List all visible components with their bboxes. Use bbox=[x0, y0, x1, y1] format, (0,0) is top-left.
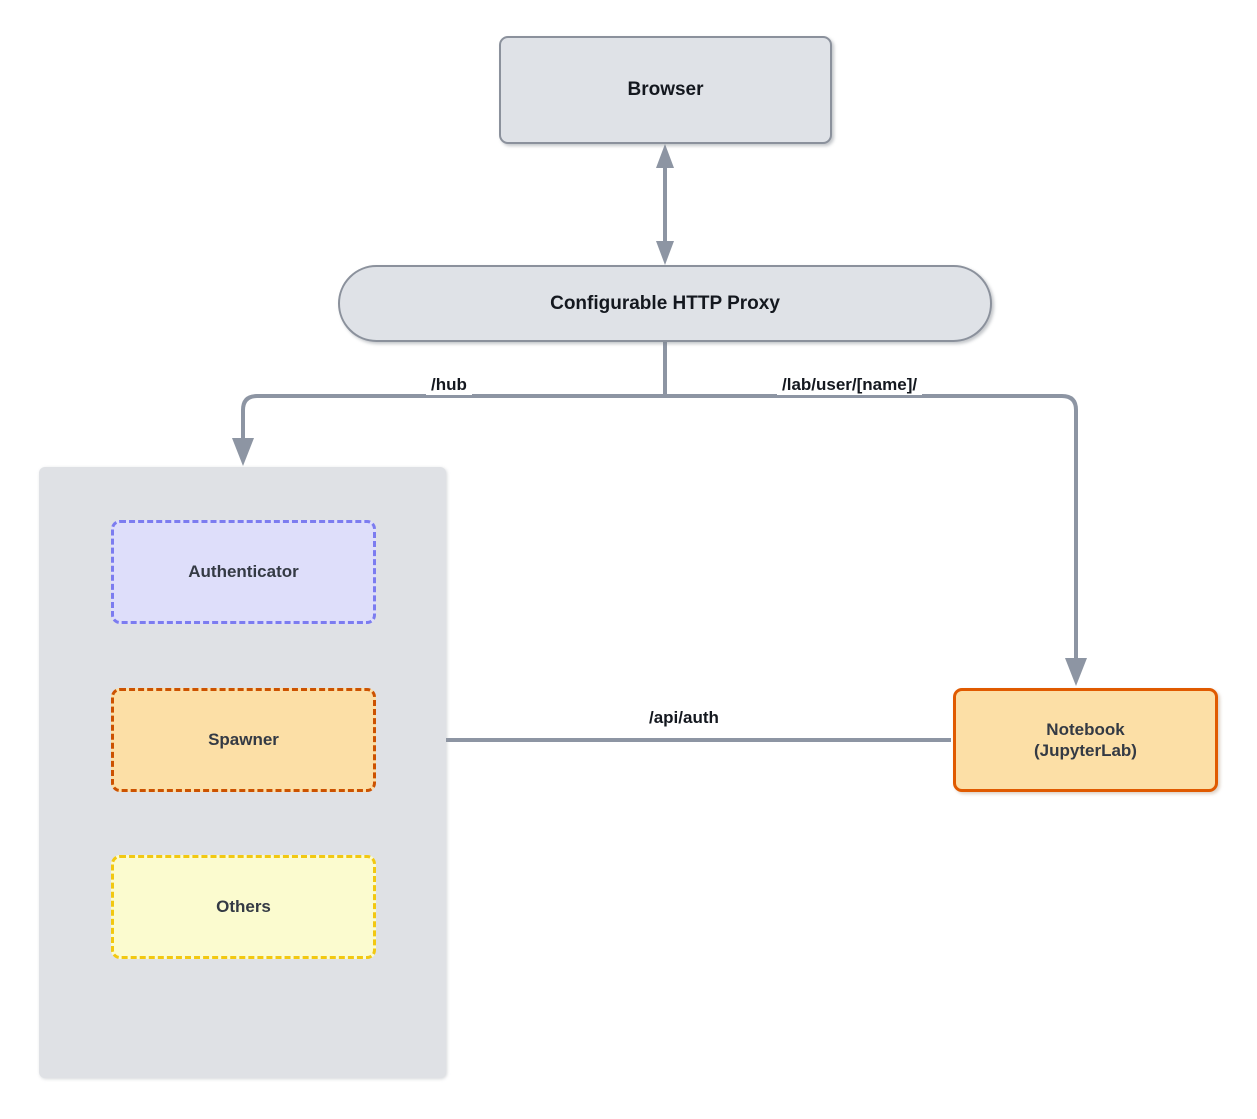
notebook-label-line1: Notebook bbox=[1046, 719, 1125, 739]
node-notebook-jupyterlab[interactable]: Notebook (JupyterLab) bbox=[953, 688, 1218, 792]
edge-label-lab-user-name: /lab/user/[name]/ bbox=[777, 375, 923, 395]
node-others[interactable]: Others bbox=[111, 855, 376, 959]
notebook-label-line2: (JupyterLab) bbox=[1034, 741, 1137, 760]
edge-notebook-spawner bbox=[380, 729, 951, 751]
node-browser[interactable]: Browser bbox=[499, 36, 832, 144]
edge-proxy-hub bbox=[232, 394, 665, 466]
edge-label-api-auth: /api/auth bbox=[644, 708, 724, 728]
node-configurable-http-proxy[interactable]: Configurable HTTP Proxy bbox=[338, 265, 992, 342]
node-authenticator[interactable]: Authenticator bbox=[111, 520, 376, 624]
edge-browser-proxy bbox=[656, 144, 674, 265]
edge-proxy-notebook bbox=[665, 394, 1087, 686]
node-spawner[interactable]: Spawner bbox=[111, 688, 376, 792]
edge-label-hub: /hub bbox=[426, 375, 472, 395]
